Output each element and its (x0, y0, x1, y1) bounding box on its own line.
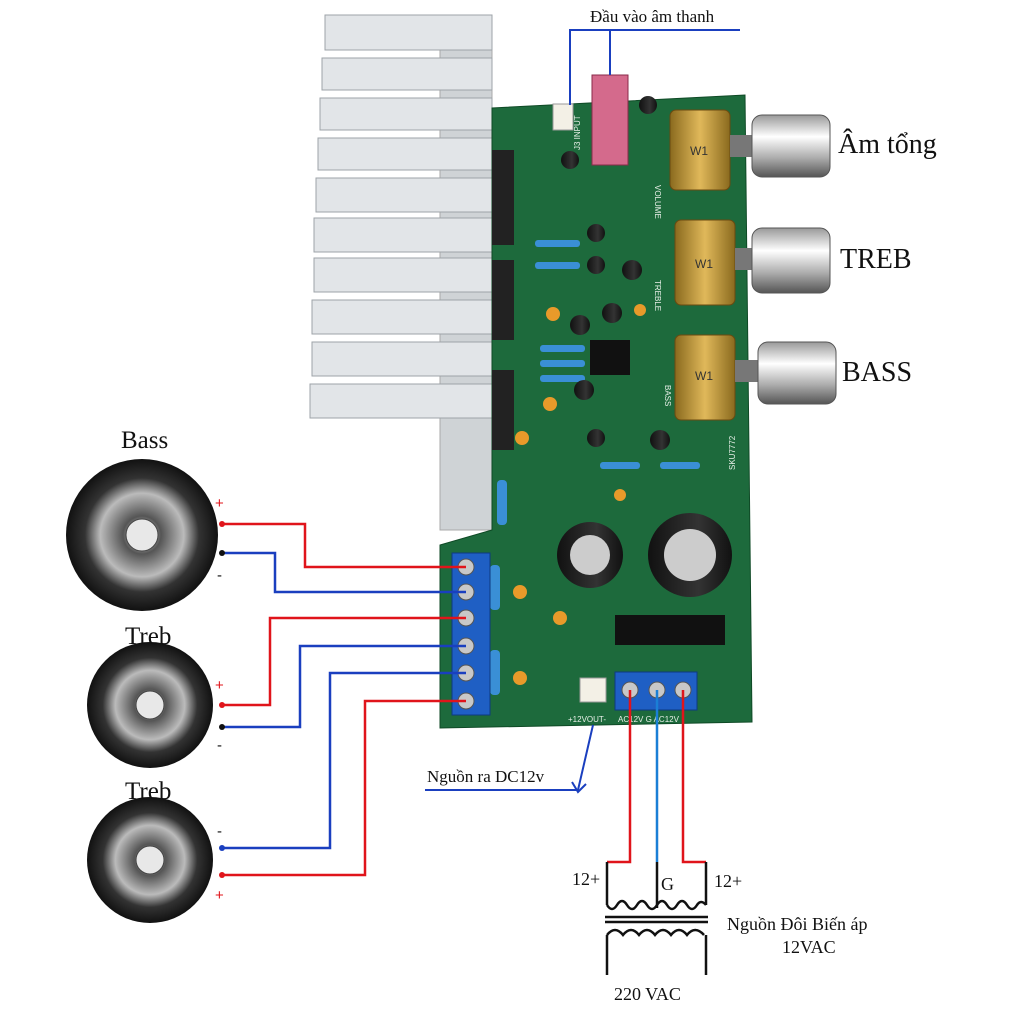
speaker-treb-1-label: Treb (125, 623, 171, 650)
svg-text:W1: W1 (695, 257, 713, 271)
speaker-treb-2 (87, 797, 213, 923)
wire-treb1-negative (222, 644, 466, 729)
speaker-bass-label: Bass (121, 427, 168, 454)
bass-minus-mark: - (217, 567, 222, 584)
speaker-treb-1 (87, 642, 213, 768)
transformer-title: Nguồn Đôi Biến áp (727, 914, 867, 934)
bass-plus-mark: + (215, 495, 224, 512)
mains-label: 220 VAC (614, 984, 681, 1004)
treb2-minus-mark: - (217, 823, 222, 840)
audio-input-pointer (569, 29, 740, 105)
treble-label: TREB (840, 244, 912, 275)
svg-text:W1: W1 (690, 144, 708, 158)
treb1-minus-mark: - (217, 737, 222, 754)
silk-sku: SKU7772 (728, 435, 737, 470)
tap-left-label: 12+ (572, 869, 600, 889)
audio-input-jack (591, 74, 629, 166)
audio-input-label: Đầu vào âm thanh (590, 7, 715, 26)
amplifier-pcb: VOLUME TREBLE BASS SKU7772 +12VOUT- AC12… (439, 74, 753, 729)
dc-out-pointer (425, 724, 594, 794)
silk-treble: TREBLE (653, 280, 662, 311)
tap-right-label: 12+ (714, 871, 742, 891)
treb1-plus-mark: + (215, 677, 224, 694)
silk-power: AC12V G AC12V (618, 715, 680, 724)
wire-ac-right (681, 690, 706, 864)
speaker-wires (222, 522, 466, 877)
tap-center-label: G (661, 874, 674, 894)
silk-input: J3 INPUT (573, 115, 582, 150)
volume-knob[interactable]: W1 (669, 109, 831, 191)
silk-volume: VOLUME (653, 185, 662, 219)
wire-bass-negative (222, 551, 466, 594)
bass-knob[interactable]: W1 (674, 334, 837, 421)
transformer (605, 862, 708, 975)
bass-label: BASS (842, 357, 912, 388)
power-wires (607, 690, 706, 864)
terminal-dots (219, 521, 225, 878)
speaker-bass (66, 459, 218, 611)
wire-treb1-positive (222, 616, 466, 707)
treb2-plus-mark: + (215, 887, 224, 904)
dc-out-label: Nguồn ra DC12v (427, 767, 545, 786)
speaker-treb-2-label: Treb (125, 778, 171, 805)
dc-out-connector (579, 677, 607, 703)
speaker-terminal-block (451, 552, 491, 716)
input-connector (552, 103, 574, 131)
silk-bass: BASS (663, 385, 672, 406)
volume-label: Âm tổng (838, 129, 937, 160)
wire-treb2-negative (222, 671, 466, 850)
treble-knob[interactable]: W1 (674, 219, 831, 306)
transformer-voltage: 12VAC (782, 937, 836, 957)
wire-ac-left (607, 690, 632, 864)
heatsink (309, 14, 493, 531)
wire-treb2-positive (222, 699, 466, 877)
svg-text:W1: W1 (695, 369, 713, 383)
wire-bass-positive (222, 522, 466, 569)
silk-dc-out: +12VOUT- (568, 715, 606, 724)
